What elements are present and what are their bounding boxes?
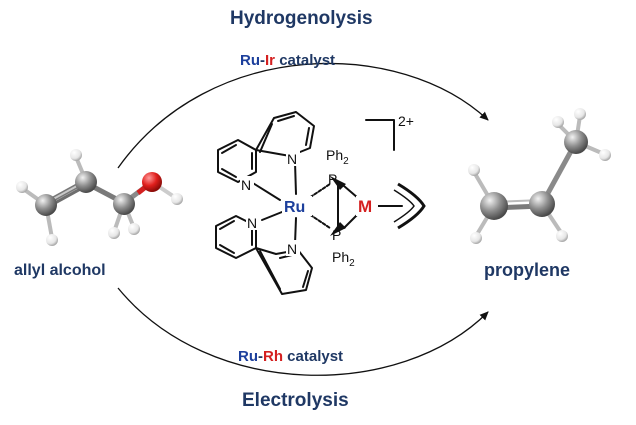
- bottom-catalyst-metal1: Ru: [238, 348, 258, 365]
- nitrogen-label: N: [287, 151, 297, 167]
- hydrogen-atom: [574, 108, 586, 120]
- top-catalyst-metal2: Ir: [265, 52, 276, 69]
- hydrogen-atom: [556, 230, 568, 242]
- product-label: propylene: [484, 260, 571, 280]
- nitrogen-label: N: [241, 177, 251, 193]
- ru-center-label: Ru: [284, 199, 305, 216]
- hydrogen-atom: [599, 149, 611, 161]
- bottom-catalyst-label: Ru-Rh catalyst: [238, 348, 343, 365]
- bottom-catalyst-word: catalyst: [287, 348, 344, 365]
- carbon-atom: [113, 193, 135, 215]
- top-arrow-arc: [117, 62, 489, 169]
- wedge-bond: [330, 222, 346, 236]
- top-catalyst-label: Ru-Ir catalyst: [240, 52, 335, 69]
- carbon-atom: [75, 171, 97, 193]
- hydrogen-atom: [46, 234, 58, 246]
- nitrogen-label: N: [287, 241, 297, 257]
- hydrogen-atom: [171, 193, 183, 205]
- reactant-label: allyl alcohol: [14, 262, 106, 279]
- phosphorus-label: P: [328, 171, 337, 187]
- carbon-atom: [564, 130, 588, 154]
- hydrogen-atom: [70, 149, 82, 161]
- hydrogen-atom: [470, 232, 482, 244]
- propylene-model: [468, 108, 611, 244]
- allyl-ligand: [397, 182, 426, 230]
- bottom-catalyst-dash: -: [258, 348, 263, 365]
- hydrogenolysis-title: Hydrogenolysis: [230, 8, 373, 29]
- phosphorus-label: P: [332, 227, 341, 243]
- top-catalyst-metal1: Ru: [240, 52, 260, 69]
- bottom-arrow-arc: [117, 287, 489, 376]
- hydrogen-atom: [128, 223, 140, 235]
- carbon-atom: [480, 192, 508, 220]
- top-catalyst-word: catalyst: [279, 52, 336, 69]
- metal-m-label: M: [358, 197, 372, 216]
- ph2-bottom-label: Ph2: [332, 249, 355, 269]
- charge-label: 2+: [398, 113, 414, 129]
- ph2-top-label: Ph2: [326, 147, 349, 167]
- hydrogen-atom: [468, 164, 480, 176]
- nitrogen-label: N: [247, 215, 257, 231]
- bottom-catalyst-metal2: Rh: [263, 348, 283, 365]
- hydrogen-atom: [108, 227, 120, 239]
- wedge-bond: [330, 176, 346, 190]
- carbon-atom: [529, 191, 555, 217]
- oxygen-atom: [142, 172, 162, 192]
- hydrogen-atom: [16, 181, 28, 193]
- top-catalyst-dash: -: [260, 52, 265, 69]
- electrolysis-title: Electrolysis: [242, 390, 349, 411]
- allyl-alcohol-model: [16, 149, 183, 246]
- hydrogen-atom: [552, 116, 564, 128]
- carbon-atom: [35, 194, 57, 216]
